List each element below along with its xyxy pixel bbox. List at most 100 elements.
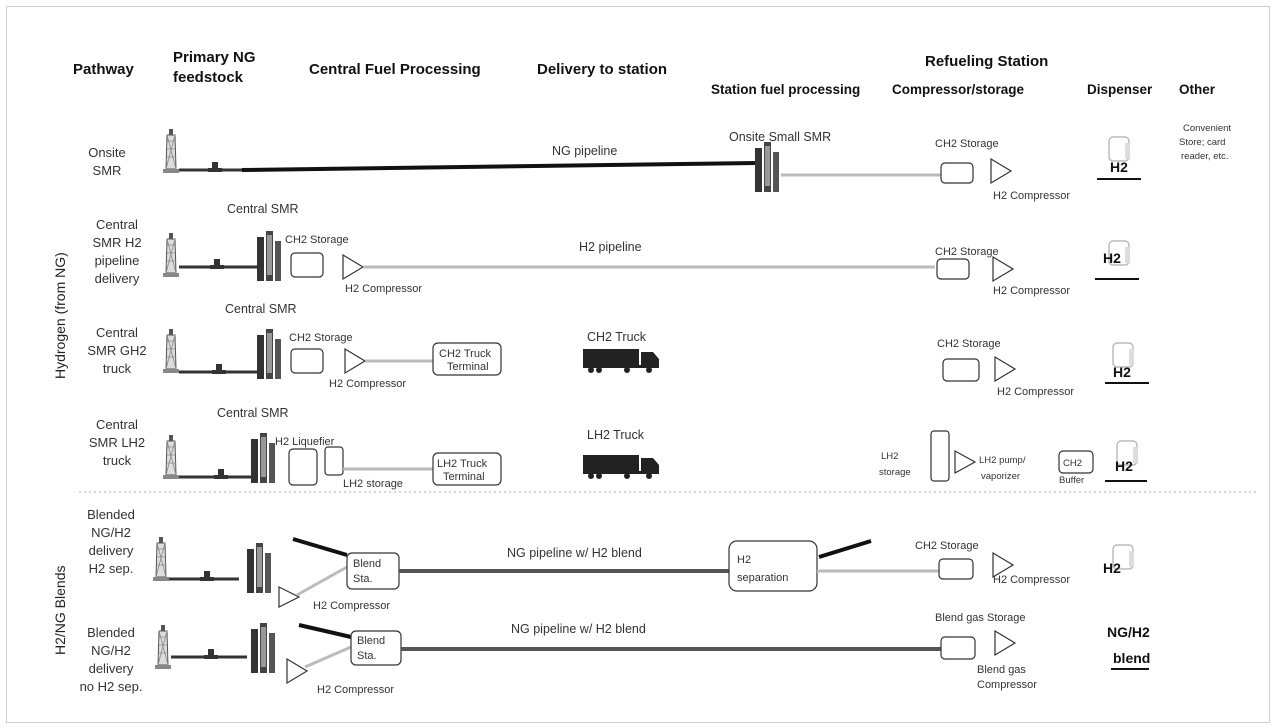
onsite-smr-label: Onsite Small SMR xyxy=(729,130,831,144)
dispenser-label: H2 xyxy=(1110,159,1128,175)
storage-tank-icon xyxy=(290,348,324,374)
pump-icon xyxy=(954,449,977,475)
row-label: SMR H2 xyxy=(92,235,141,250)
h2-separation-box xyxy=(728,540,818,592)
buffer-label: Buffer xyxy=(1059,475,1084,486)
liquefier-box xyxy=(288,448,318,486)
valve-icon xyxy=(212,364,226,374)
storage-tank-icon xyxy=(940,636,976,660)
station-compressor-label: H2 Compressor xyxy=(993,574,1070,586)
dispenser-label: blend xyxy=(1113,650,1150,666)
smr-icon xyxy=(257,231,281,281)
smr-icon xyxy=(251,433,275,483)
station-storage-label: storage xyxy=(879,467,911,478)
row-label: Blended xyxy=(87,625,135,640)
valve-icon xyxy=(204,649,218,659)
compressor-icon xyxy=(278,586,301,608)
row-label: H2 sep. xyxy=(89,561,134,576)
central-smr-label: Central SMR xyxy=(225,302,297,316)
station-compressor-label: Blend gas xyxy=(977,664,1026,676)
row-central-lh2-truck: Central SMR LH2 truck Central SMR H2 Liq… xyxy=(89,406,1147,490)
compressor-icon xyxy=(990,157,1013,185)
wellhead-icon xyxy=(152,536,170,582)
pipe-label: NG pipeline w/ H2 blend xyxy=(507,546,642,560)
header-refueling-station: Refueling Station xyxy=(925,53,1048,70)
wellhead-icon xyxy=(162,328,180,374)
truck-icon xyxy=(583,349,659,373)
wellhead-icon xyxy=(154,624,172,670)
compressor-icon xyxy=(992,551,1015,579)
row-label: Central xyxy=(96,325,138,340)
dispenser-icon xyxy=(1108,136,1131,162)
wellhead-icon xyxy=(162,232,180,278)
storage-tank-icon xyxy=(938,558,974,580)
header-dispenser: Dispenser xyxy=(1087,82,1153,97)
truck-label: CH2 Truck xyxy=(587,330,647,344)
row-label: SMR GH2 xyxy=(87,343,146,358)
compressor-icon xyxy=(286,657,309,685)
station-compressor-label: H2 Compressor xyxy=(997,386,1074,398)
group-hydrogen: Hydrogen (from NG) xyxy=(52,252,68,379)
compressor-label: H2 Compressor xyxy=(345,283,422,295)
dispenser-label: H2 xyxy=(1103,250,1121,266)
pathway-diagram: Pathway Primary NG feedstock Central Fue… xyxy=(52,49,1257,696)
compressor-icon xyxy=(994,355,1017,383)
terminal-label: CH2 Truck xyxy=(439,348,491,360)
row-blend-no-separation: Blended NG/H2 delivery no H2 sep. H2 Com… xyxy=(80,612,1151,696)
station-compressor-label: Compressor xyxy=(977,679,1037,691)
compressor-icon xyxy=(992,255,1015,283)
group-blends: H2/NG Blends xyxy=(52,566,68,655)
pump-label: vaporizer xyxy=(981,471,1020,482)
station-storage-label: CH2 Storage xyxy=(935,246,999,258)
separation-label: H2 xyxy=(737,554,751,566)
header-feedstock: feedstock xyxy=(173,69,244,86)
row-label: truck xyxy=(103,453,132,468)
liquefier-label: H2 Liquefier xyxy=(275,436,335,448)
compressor-label: H2 Compressor xyxy=(993,190,1070,202)
lh2-storage-tank-icon xyxy=(324,446,344,476)
other-text: Convenient xyxy=(1183,123,1231,134)
row-central-gh2-truck: Central SMR GH2 truck Central SMR CH2 St… xyxy=(87,302,1149,398)
station-storage-label: Blend gas Storage xyxy=(935,612,1026,624)
diagram-frame: Pathway Primary NG feedstock Central Fue… xyxy=(6,6,1270,723)
compressor-label: H2 Compressor xyxy=(313,600,390,612)
smr-icon xyxy=(755,142,779,192)
storage-label: CH2 Storage xyxy=(285,234,349,246)
truck-label: LH2 Truck xyxy=(587,428,645,442)
dispenser-label: H2 xyxy=(1113,364,1131,380)
station-compressor-label: H2 Compressor xyxy=(993,285,1070,297)
dispenser-label: NG/H2 xyxy=(1107,624,1150,640)
header-primary-ng: Primary NG xyxy=(173,49,256,66)
compressor-label: H2 Compressor xyxy=(317,684,394,696)
truck-icon xyxy=(583,455,659,479)
buffer-box xyxy=(1058,450,1094,474)
storage-tank-icon xyxy=(940,162,974,184)
header-pathway: Pathway xyxy=(73,61,135,78)
station-storage-label: LH2 xyxy=(881,451,898,462)
wellhead-icon xyxy=(162,128,180,174)
ng-pipeline-line xyxy=(241,161,758,172)
other-text: reader, etc. xyxy=(1181,151,1229,162)
other-text: Store; card xyxy=(1179,137,1225,148)
row-label: NG/H2 xyxy=(91,643,131,658)
blend-label: Blend xyxy=(357,635,385,647)
blend-label: Sta. xyxy=(353,573,373,585)
station-storage-label: CH2 Storage xyxy=(937,338,1001,350)
row-label: truck xyxy=(103,361,132,376)
smr-icon xyxy=(257,329,281,379)
separation-label: separation xyxy=(737,572,788,584)
terminal-label: Terminal xyxy=(443,471,485,483)
buffer-label: CH2 xyxy=(1063,458,1082,469)
row-label: delivery xyxy=(89,661,134,676)
central-smr-label: Central SMR xyxy=(217,406,289,420)
blend-label: Blend xyxy=(353,558,381,570)
header-other: Other xyxy=(1179,82,1216,97)
row-label: Onsite xyxy=(88,145,126,160)
valve-icon xyxy=(208,162,222,172)
station-storage-label: CH2 Storage xyxy=(915,540,979,552)
valve-icon xyxy=(214,469,228,479)
wellhead-icon xyxy=(162,434,180,480)
header-central-processing: Central Fuel Processing xyxy=(309,61,481,78)
row-label: pipeline xyxy=(95,253,140,268)
row-label: no H2 sep. xyxy=(80,679,143,694)
